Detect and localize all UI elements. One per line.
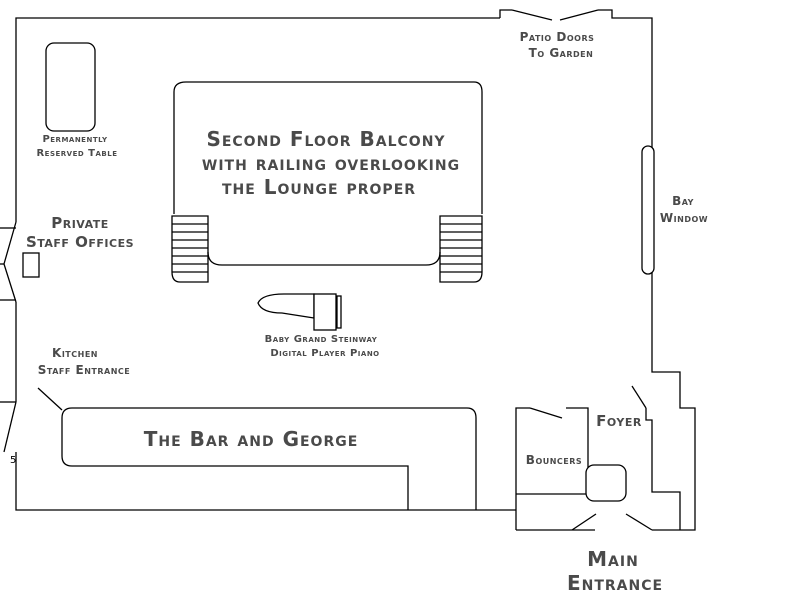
bar-counter (61, 407, 477, 510)
patio-doors (511, 9, 599, 21)
staff-offices-label-2: Staff Offices (26, 233, 134, 251)
patio-doors-label: Patio Doors (520, 30, 595, 44)
foyer-walls (515, 385, 681, 531)
bar-label: The Bar and George (144, 427, 359, 451)
reserved-table (45, 42, 96, 132)
kitchen-entrance-label: Kitchen (52, 346, 98, 360)
foyer-label: Foyer (596, 412, 642, 430)
reserved-table-label: Permanently (42, 134, 108, 145)
bay-window-label: Bay (672, 194, 694, 208)
bay-window-label-2: Window (660, 211, 708, 225)
main-entrance-label: Main (587, 547, 639, 571)
staff-offices-label: Private (51, 214, 109, 232)
patio-doors-label-2: To Garden (529, 46, 594, 60)
main-entrance-label-2: Entrance (567, 571, 663, 595)
balcony (171, 81, 483, 283)
piano-label-2: Digital Player Piano (270, 348, 379, 359)
balcony-label-2: with railing overlooking (202, 151, 460, 175)
balcony-label-3: the Lounge proper (222, 175, 416, 199)
balcony-label: Second Floor Balcony (206, 127, 445, 151)
piano (257, 293, 342, 331)
bouncers-label: Bouncers (526, 453, 582, 467)
kitchen-entrance-label-2: Staff Entrance (38, 363, 131, 377)
marker-number: 5 (10, 455, 16, 466)
bay-window (641, 145, 655, 275)
balcony-stairs-right (439, 215, 483, 283)
piano-label: Baby Grand Steinway (265, 334, 378, 345)
balcony-stairs-left (171, 215, 209, 283)
office-door (0, 221, 17, 303)
office-cabinet (22, 252, 40, 278)
outer-walls (15, 9, 696, 531)
kitchen-door (0, 387, 63, 453)
reserved-table-label-2: Reserved Table (36, 148, 117, 159)
